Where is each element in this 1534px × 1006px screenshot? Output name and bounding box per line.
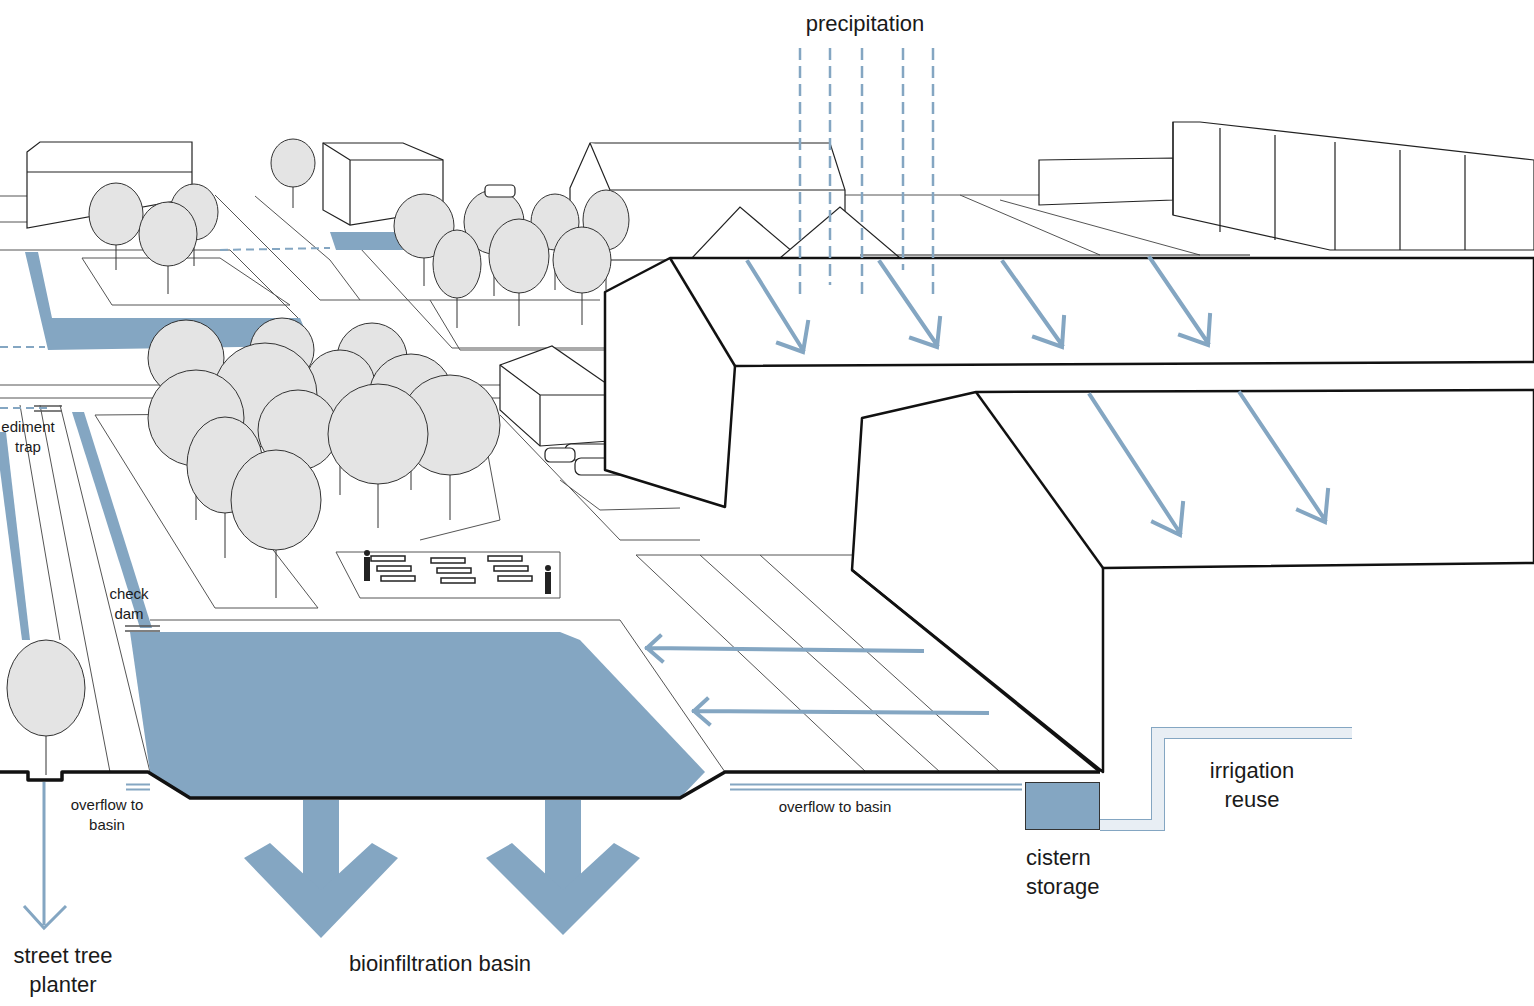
irrigation-label: irrigation reuse <box>1190 757 1314 814</box>
overflow-pipe <box>126 785 150 790</box>
overflow-pipe <box>730 785 1022 790</box>
planter-label: street tree planter <box>0 942 126 999</box>
cistern-node: cistern storage <box>1022 780 1122 908</box>
pipe-label: overflow to basin <box>760 797 910 817</box>
pipe-label: overflow to basin <box>62 795 152 834</box>
cistern-box <box>1025 782 1100 830</box>
basin-node: bioinfiltration basin <box>150 630 730 990</box>
cistern-label: cistern storage <box>1026 844 1122 901</box>
callout-label: check dam <box>100 584 158 623</box>
precipitation-label: precipitation <box>770 10 960 39</box>
basin-label: bioinfiltration basin <box>150 950 730 979</box>
callout-label: ediment trap <box>0 417 56 456</box>
